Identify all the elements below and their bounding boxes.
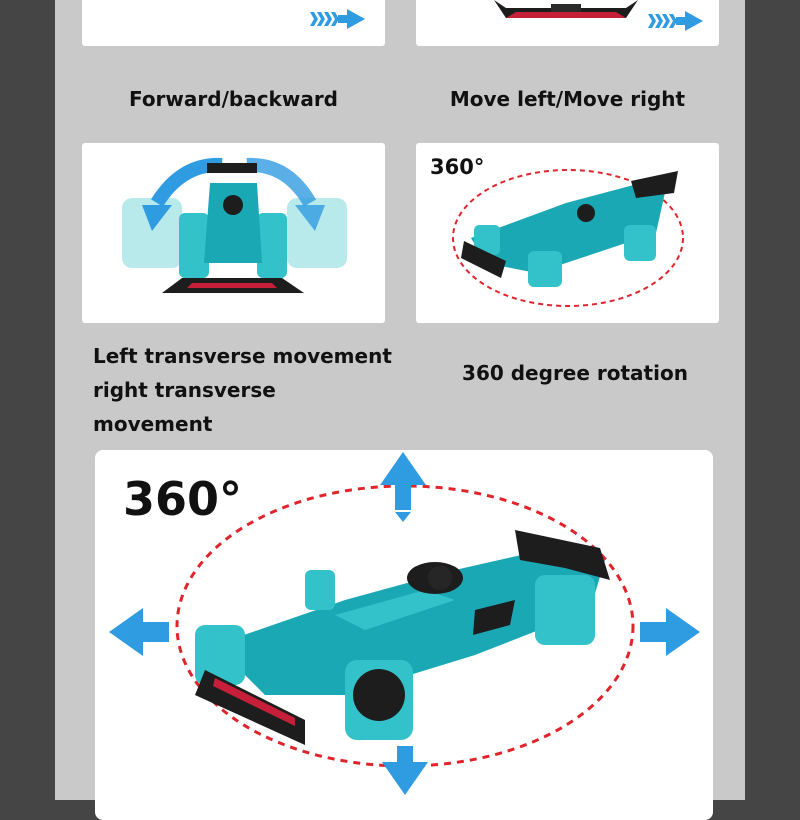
car-transverse-image [122, 157, 347, 293]
transverse-caption-line1: Left transverse movement [93, 344, 392, 368]
rotation-caption: 360 degree rotation [462, 361, 688, 385]
forward-backward-card [82, 0, 385, 46]
rotation-label-big: 360° [123, 472, 243, 526]
transverse-movement-card [82, 143, 385, 323]
transverse-caption: Left transverse movement right transvers… [93, 339, 393, 441]
forward-backward-caption: Forward/backward [128, 87, 339, 111]
chevron-arrow-right-icon [648, 11, 703, 31]
direction-arrow-icon [109, 452, 700, 795]
product-feature-panel: Forward/backward Move left/Move right [55, 0, 745, 820]
rotation-detail-card: 360° [95, 450, 713, 820]
transverse-caption-line2: right transverse movement [93, 378, 276, 436]
car-rotation-image [452, 169, 684, 307]
car-rotation-detail-image [109, 452, 700, 795]
move-left-right-card [416, 0, 719, 46]
chevron-arrow-right-icon [310, 9, 365, 29]
rotation-label-small: 360° [430, 155, 485, 179]
rotation-card: 360° [416, 143, 719, 323]
car-front-wing-image [494, 0, 638, 18]
move-left-right-caption: Move left/Move right [449, 87, 686, 111]
